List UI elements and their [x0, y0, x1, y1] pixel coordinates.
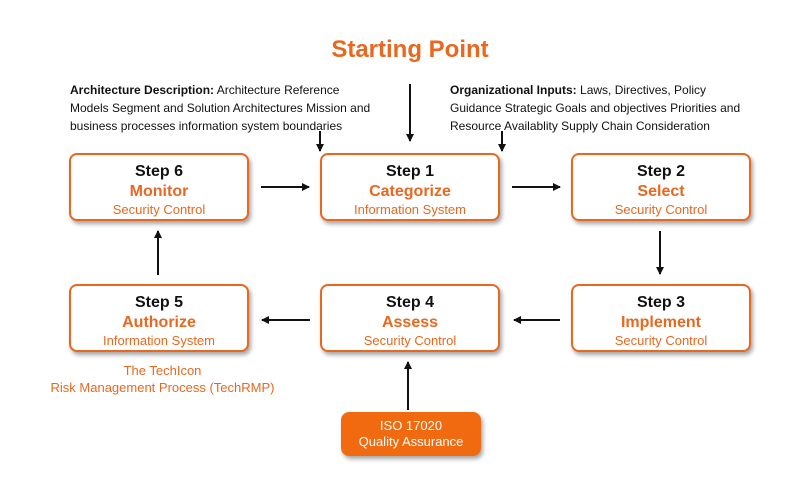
step-subtitle: Security Control: [614, 202, 708, 217]
diagram-title: Starting Point: [331, 36, 489, 63]
step-subtitle: Information System: [354, 202, 466, 217]
caption-line-2: Risk Management Process (TechRMP): [50, 380, 275, 395]
organizational-inputs-body: Laws, Directives, Policy Guidance Strate…: [450, 83, 741, 133]
step-name: Monitor: [129, 183, 189, 200]
step-label: Step 1: [385, 163, 434, 180]
step-4-assess-box: Step 4 Assess Security Control: [320, 284, 500, 352]
process-caption: The TechIcon Risk Management Process (Te…: [20, 362, 305, 396]
iso-quality-assurance-box: ISO 17020 Quality Assurance: [341, 412, 481, 456]
architecture-description-body: Architecture Reference Models Segment an…: [70, 83, 371, 133]
architecture-description-note: Architecture Description: Architecture R…: [70, 81, 380, 135]
step-label: Step 5: [134, 294, 183, 311]
step-1-categorize-box: Step 1 Categorize Information System: [320, 153, 500, 221]
architecture-description-heading: Architecture Description:: [70, 83, 215, 97]
step-name: Authorize: [122, 314, 196, 331]
step-subtitle: Security Control: [112, 202, 206, 217]
step-6-monitor-box: Step 6 Monitor Security Control: [69, 153, 249, 221]
step-subtitle: Security Control: [363, 333, 457, 348]
iso-line-1: ISO 17020: [379, 418, 443, 433]
step-name: Assess: [381, 314, 439, 331]
step-name: Select: [637, 183, 685, 200]
organizational-inputs-note: Organizational Inputs: Laws, Directives,…: [450, 81, 750, 135]
step-subtitle: Security Control: [614, 333, 708, 348]
step-label: Step 6: [134, 163, 183, 180]
organizational-inputs-heading: Organizational Inputs:: [450, 83, 577, 97]
step-subtitle: Information System: [103, 333, 215, 348]
step-5-authorize-box: Step 5 Authorize Information System: [69, 284, 249, 352]
step-name: Implement: [620, 314, 701, 331]
caption-line-1: The TechIcon: [123, 363, 202, 378]
step-label: Step 4: [385, 294, 434, 311]
step-name: Categorize: [369, 183, 451, 200]
step-2-select-box: Step 2 Select Security Control: [571, 153, 751, 221]
step-label: Step 3: [636, 294, 685, 311]
iso-line-2: Quality Assurance: [358, 434, 464, 449]
step-3-implement-box: Step 3 Implement Security Control: [571, 284, 751, 352]
step-label: Step 2: [636, 163, 685, 180]
